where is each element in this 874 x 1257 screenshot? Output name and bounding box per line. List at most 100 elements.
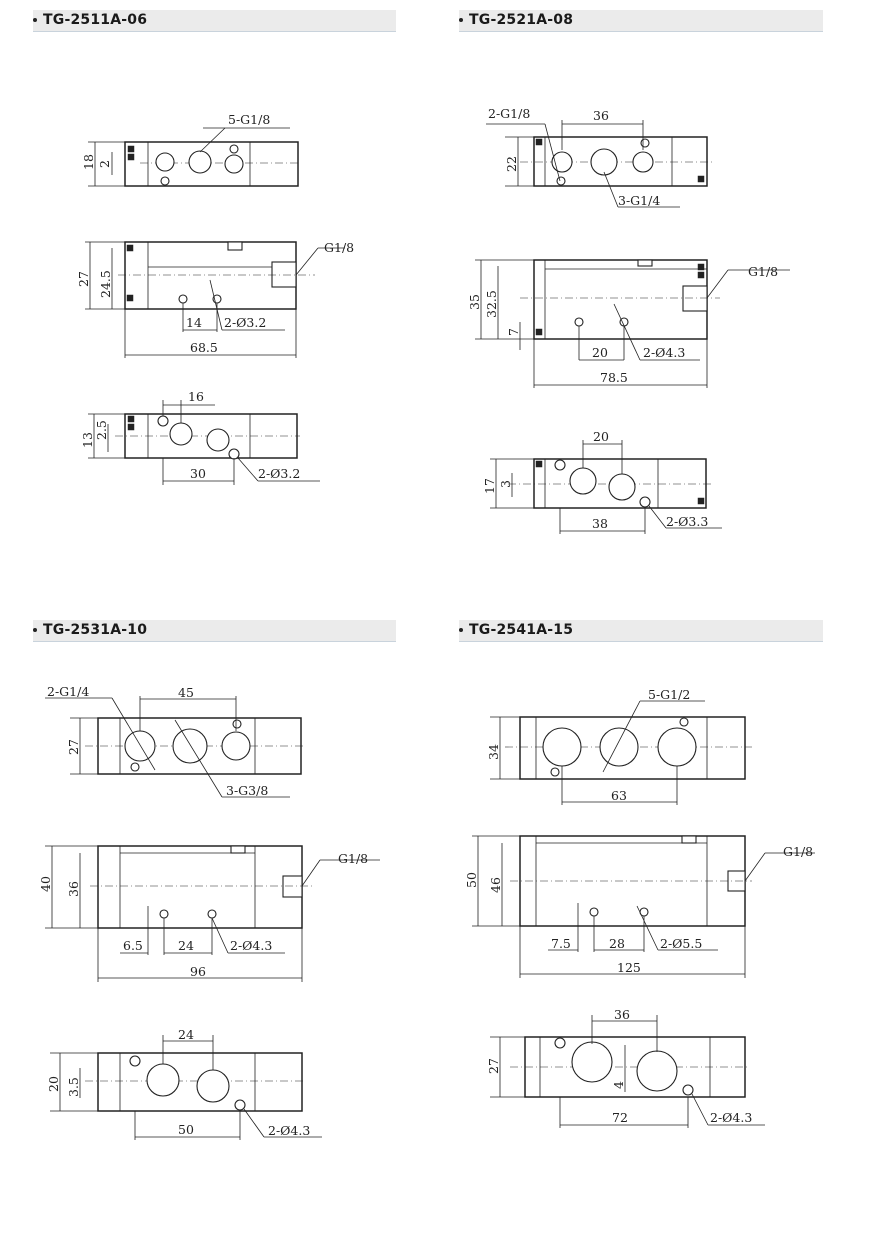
pilot-port-boss: [637, 259, 653, 267]
dimension-line: [636, 905, 659, 951]
top-view: 18 2 5-G1/8: [81, 112, 300, 187]
port-hole: [224, 154, 244, 174]
dim-length: 78.5: [600, 370, 628, 385]
port-hole: [232, 719, 242, 729]
dimension-line: [211, 917, 229, 954]
port-hole: [639, 496, 651, 508]
port-hole: [636, 1050, 678, 1092]
mount-block-icon: [535, 328, 543, 336]
dimension-line: [295, 247, 319, 276]
mount-block-icon: [697, 497, 705, 505]
mount-holes-label: 2-Ø3.2: [224, 315, 266, 330]
dim-hole-spacing: 28: [609, 936, 625, 951]
pilot-port-boss: [227, 241, 243, 251]
dim-offset: 3.5: [66, 1077, 81, 1097]
pilot-port-label: G1/8: [783, 844, 813, 859]
dim-hole-span: 30: [190, 466, 206, 481]
front-view: 50 46 G1/8 7.5 28 2-Ø5.5 125: [464, 835, 815, 978]
dim-offset: 2: [97, 160, 112, 168]
dim-offset: 4: [611, 1081, 626, 1089]
dimension-line: [237, 457, 259, 482]
port-hole: [682, 1084, 694, 1096]
dim-hole-spacing: 24: [178, 938, 194, 953]
dim-offset: 7.5: [551, 936, 571, 951]
mount-holes-label: 2-Ø5.5: [660, 936, 702, 951]
model-title: TG-2541A-15: [469, 622, 574, 638]
port-hole: [172, 728, 208, 764]
section-header-tg-2531a-10: TG-2531A-10: [33, 620, 396, 642]
mount-block-icon: [127, 415, 135, 423]
port-hole: [556, 176, 566, 186]
dimension-line: [174, 719, 223, 798]
valve-body-outline: [124, 141, 299, 187]
section-header-tg-2511a-06: TG-2511A-06: [33, 10, 396, 32]
port-hole: [590, 148, 618, 176]
dim-spacing: 16: [188, 389, 204, 404]
dim-height: 27: [76, 271, 91, 287]
drawing-tg-2521a-08: 36 2-G1/8 22 3-G1/4: [467, 106, 790, 534]
port-hole: [569, 467, 597, 495]
bottom-view: 24 20 3.5 50 2-Ø4.3: [46, 1027, 322, 1140]
dimension-line: [706, 269, 729, 299]
model-title: TG-2511A-06: [43, 12, 148, 28]
dim-height: 27: [66, 739, 81, 755]
mount-block-icon: [697, 175, 705, 183]
dimension-line: [648, 505, 667, 529]
bullet-icon: [459, 628, 463, 632]
dimension-line: [544, 123, 561, 182]
port-hole: [640, 138, 650, 148]
port-hole: [679, 717, 689, 727]
front-view: 40 36 G1/8 6.5 24 2-Ø4.3 96: [38, 845, 380, 982]
port-hole: [571, 1041, 613, 1083]
port-hole: [554, 459, 566, 471]
port-hole: [159, 909, 169, 919]
mount-block-icon: [126, 244, 134, 252]
dim-height: 18: [81, 154, 96, 170]
dim-spacing: 36: [614, 1007, 630, 1022]
dimension-line: [243, 1108, 265, 1138]
mount-holes-label: 2-Ø4.3: [710, 1110, 752, 1125]
model-title: TG-2521A-08: [469, 12, 574, 28]
dim-height: 27: [486, 1058, 501, 1074]
dim-spacing: 36: [593, 108, 609, 123]
dimension-line: [301, 859, 321, 887]
dimension-line: [209, 279, 223, 331]
dimension-line: [602, 700, 641, 773]
main-ports-label: 3-G3/8: [226, 783, 268, 798]
port-hole: [155, 152, 175, 172]
dim-height: 22: [504, 156, 519, 172]
dim-spacing: 63: [611, 788, 627, 803]
mount-block-icon: [697, 271, 705, 279]
port-hole: [657, 727, 697, 767]
dim-inner-height: 36: [66, 881, 81, 897]
dim-length: 125: [617, 960, 641, 975]
bullet-icon: [33, 18, 37, 22]
valve-body-outline: [519, 716, 746, 780]
port-hole: [234, 1099, 246, 1111]
dim-hole-span: 72: [612, 1110, 628, 1125]
dim-spacing: 20: [593, 429, 609, 444]
pilot-port-boss: [681, 835, 697, 844]
port-hole: [146, 1063, 180, 1097]
dimension-line: [744, 852, 766, 882]
dim-height: 20: [46, 1076, 61, 1092]
bullet-icon: [33, 628, 37, 632]
port-hole: [632, 151, 654, 173]
dim-height: 13: [80, 432, 95, 448]
dim-hole-spacing: 14: [186, 315, 202, 330]
dim-offset: 7: [506, 328, 521, 336]
mount-block-icon: [535, 138, 543, 146]
dim-height: 35: [467, 294, 482, 310]
valve-body-outline: [533, 136, 708, 187]
port-hole: [130, 762, 140, 772]
port-hole: [228, 448, 240, 460]
valve-body-outline: [533, 458, 707, 509]
port-hole: [196, 1069, 230, 1103]
mount-block-icon: [535, 460, 543, 468]
dim-inner-height: 46: [488, 877, 503, 893]
dim-hole-span: 50: [178, 1122, 194, 1137]
port-hole: [542, 727, 582, 767]
port-hole: [178, 294, 188, 304]
model-title: TG-2531A-10: [43, 622, 148, 638]
